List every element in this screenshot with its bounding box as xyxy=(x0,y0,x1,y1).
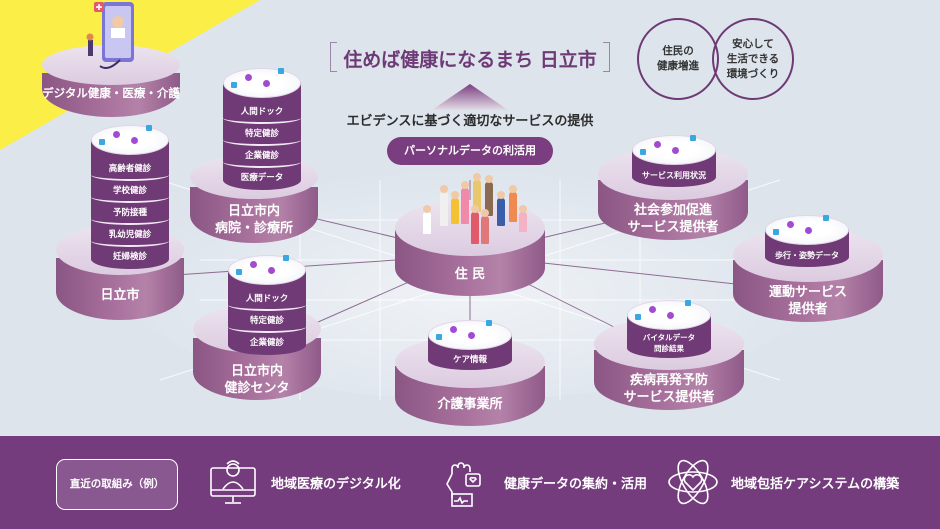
wearable-heart-icon xyxy=(446,462,481,507)
feature-label: 地域包括ケアシステムの構築 xyxy=(731,476,900,492)
atom-heart-icon xyxy=(668,459,718,505)
data-row: 特定健診 xyxy=(223,124,301,146)
doctor-monitor-icon xyxy=(210,460,256,504)
data-row: サービス利用状況 xyxy=(642,171,706,180)
node-label: 介護事業所 xyxy=(437,397,503,412)
data-row: 企業健診 xyxy=(249,338,284,348)
data-cylinder-city: 高齢者健診 学校健診 予防接種 乳幼児健診 妊婦検診 xyxy=(91,125,169,269)
feature-label: 地域医療のデジタル化 xyxy=(271,476,401,492)
initiatives-bar: 直近の取組み（例） 地域医療のデジタル化 健康データの集約・活用 xyxy=(0,436,940,529)
data-row: 予防接種 xyxy=(91,203,169,225)
node-label: 住 民 xyxy=(454,267,486,282)
node-label-line: 病院・診療所 xyxy=(214,221,293,236)
node-label-line: 健診センタ xyxy=(224,381,290,396)
node-label-line: サービス提供者 xyxy=(627,220,719,235)
goal-label: 住民の 健康増進 xyxy=(657,45,699,72)
node-digital-health: デジタル健康・医療・介護 xyxy=(42,45,180,117)
main-title-frame: 住めば健康になるまち 日立市 xyxy=(330,42,610,72)
node-label: 日立市内 健診センタ xyxy=(193,363,321,397)
node-label-line: 社会参加促進 xyxy=(633,203,712,218)
data-row-line: バイタルデータ xyxy=(642,333,696,342)
data-row: 特定健診 xyxy=(228,311,306,333)
data-cylinder-prevention: バイタルデータ 問診結果 xyxy=(627,300,711,358)
personal-data-pill: パーソナルデータの利活用 xyxy=(387,137,553,165)
feature-label: 健康データの集約・活用 xyxy=(504,476,648,492)
data-row: 人間ドック xyxy=(223,102,301,124)
data-row: 学校健診 xyxy=(91,181,169,203)
data-cylinder-checkup-center: 人間ドック 特定健診 企業健診 xyxy=(228,255,306,355)
node-label: 疾病再発予防 サービス提供者 xyxy=(594,372,744,406)
node-label: 社会参加促進 サービス提供者 xyxy=(598,202,748,236)
data-row: 高齢者健診 xyxy=(91,159,169,181)
node-label: デジタル健康・医療・介護 xyxy=(42,86,180,100)
subtitle: エビデンスに基づく適切なサービスの提供 xyxy=(346,114,594,129)
data-row: 医療データ xyxy=(240,173,284,183)
data-cylinder-exercise: 歩行・姿勢データ xyxy=(765,215,849,267)
main-title: 住めば健康になるまち 日立市 xyxy=(343,49,597,71)
node-label: 運動サービス 提供者 xyxy=(733,284,883,318)
goal-health-promotion: 住民の 健康増進 xyxy=(637,18,719,100)
data-cylinder-social: サービス利用状況 xyxy=(632,135,716,187)
data-cylinder-hospital: 人間ドック 特定健診 企業健診 医療データ xyxy=(223,68,301,190)
data-row: 乳幼児健診 xyxy=(91,225,169,247)
data-row: 歩行・姿勢データ xyxy=(775,251,839,260)
node-label: 日立市内 病院・診療所 xyxy=(190,203,318,237)
data-cylinder-care: ケア情報 xyxy=(428,320,512,370)
data-row: 妊婦検診 xyxy=(112,252,147,262)
feature-digital-medicine: 地域医療のデジタル化 xyxy=(205,454,401,510)
data-row: ケア情報 xyxy=(452,355,487,365)
feature-community-care: 地域包括ケアシステムの構築 xyxy=(665,454,899,510)
goal-label: 安心して 生活できる 環境づくり xyxy=(726,37,780,80)
node-label-line: 日立市内 xyxy=(230,364,283,379)
node-label-line: 提供者 xyxy=(788,302,828,317)
data-row: 企業健診 xyxy=(223,146,301,168)
feature-health-data: 健康データの集約・活用 xyxy=(438,454,647,510)
svg-text:✚: ✚ xyxy=(96,3,103,12)
node-label-line: 運動サービス xyxy=(768,285,847,300)
residents-illustration xyxy=(415,172,535,252)
data-row-line: 問診結果 xyxy=(654,344,684,353)
data-row: 人間ドック xyxy=(228,289,306,311)
smartphone-doctor-illustration: ✚ xyxy=(86,2,134,69)
data-row: バイタルデータ 問診結果 xyxy=(627,328,711,358)
node-label-line: サービス提供者 xyxy=(623,390,715,405)
node-label-line: 日立市内 xyxy=(227,204,280,219)
recent-initiatives-button[interactable]: 直近の取組み（例） xyxy=(56,459,178,510)
node-label-line: 疾病再発予防 xyxy=(629,373,708,388)
node-label: 日立市 xyxy=(100,288,140,303)
goal-safe-living: 安心して 生活できる 環境づくり xyxy=(712,18,794,100)
